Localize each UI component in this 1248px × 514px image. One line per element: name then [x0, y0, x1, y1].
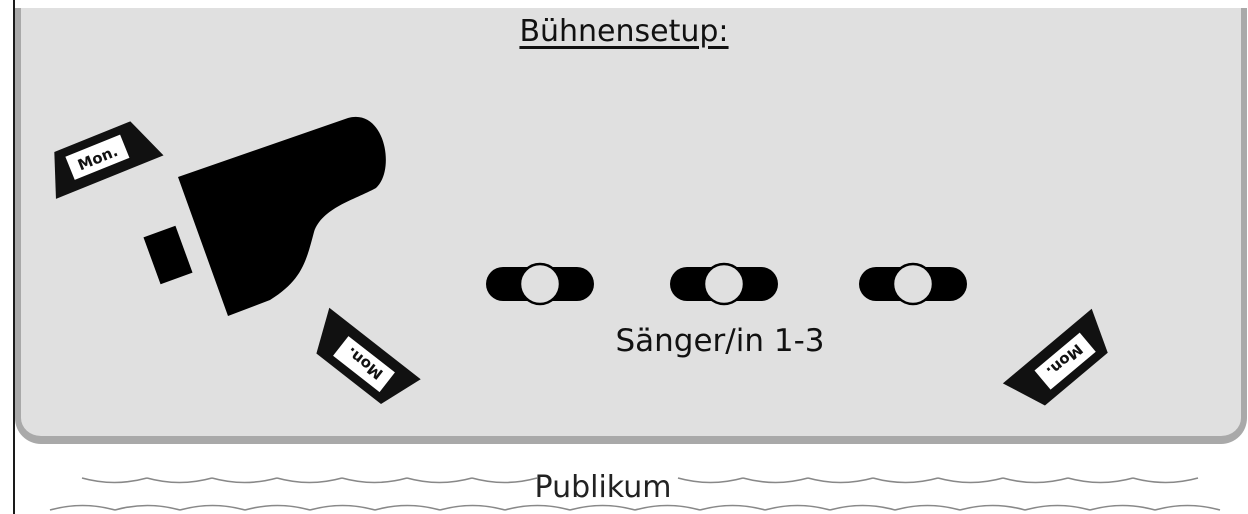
- monitor-wedge-icon: Mon.: [1002, 308, 1108, 406]
- stage-title: Bühnensetup:: [519, 14, 729, 49]
- singer-topdown-icon: [486, 262, 594, 306]
- monitor-wedge-icon: Mon.: [316, 307, 421, 405]
- piano-bench-icon: [143, 225, 193, 285]
- singer-topdown-icon: [859, 262, 967, 306]
- grand-piano-icon: [178, 116, 386, 316]
- singer-topdown-icon: [670, 262, 778, 306]
- monitor-wedge-icon: Mon.: [54, 121, 164, 199]
- left-margin-rule: [13, 0, 15, 514]
- audience-wave-lines: [49, 477, 1221, 511]
- audience-label: Publikum: [535, 470, 672, 505]
- singers-caption: Sänger/in 1-3: [615, 323, 825, 359]
